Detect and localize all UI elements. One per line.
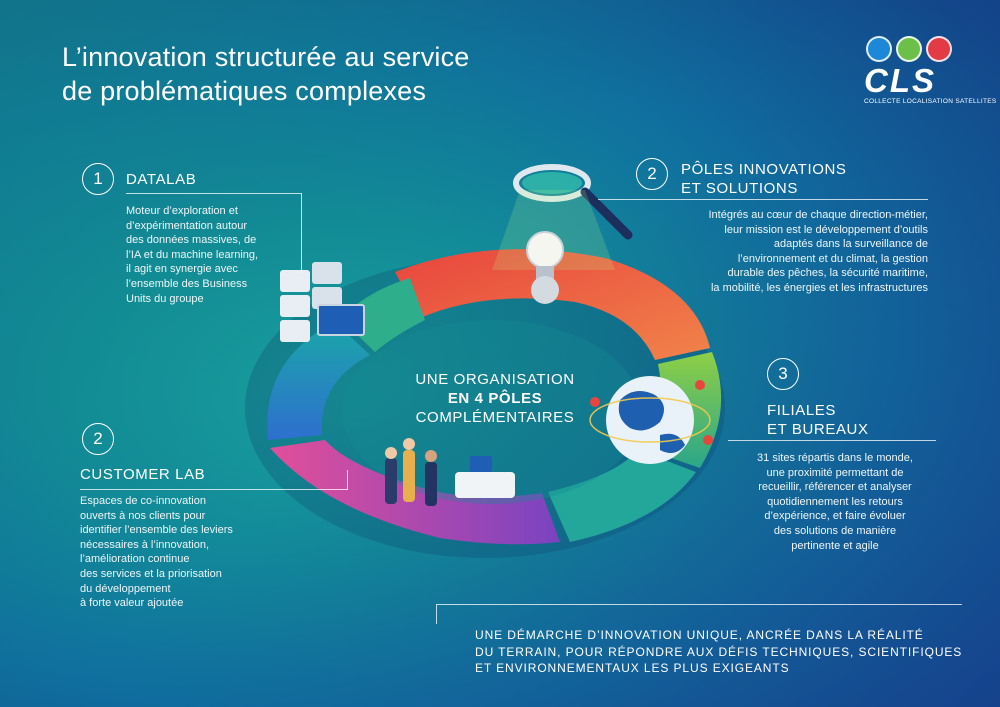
poles-description-line: durable des pêches, la sécurité maritime… [727, 267, 928, 280]
poles-description-line: Intégrés au cœur de chaque direction-mét… [708, 209, 928, 221]
customer-lab-description-line: Espaces de co-innovation [80, 495, 206, 507]
ring-segment-teal [548, 450, 696, 542]
customer-lab-number-badge: 2 [82, 423, 114, 455]
magnifier-icon [492, 164, 633, 270]
ring-segment-red [395, 249, 710, 360]
filiales-title-line: ET BUREAUX [767, 421, 869, 438]
center-caption-line-bold: EN 4 PÔLES [447, 390, 543, 407]
lightbulb-icon [526, 231, 564, 304]
customer-lab-description-line: du développement [80, 582, 171, 595]
logo-circle-red-icon [926, 36, 952, 62]
logo-circle-blue-icon [866, 36, 892, 62]
logo-name: CLS [864, 62, 936, 99]
poles-title: PÔLES INNOVATIONS ET SOLUTIONS [681, 160, 847, 198]
filiales-rule [728, 440, 936, 441]
center-caption-line: COMPLÉMENTAIRES [415, 409, 575, 426]
customer-lab-rule-vertical [347, 470, 348, 490]
filiales-description-line: une proximité permettant de [766, 466, 904, 479]
datalab-title: DATALAB [126, 171, 197, 188]
customer-lab-description-line: l’amélioration continue [80, 553, 190, 566]
logo-circle-green-icon [896, 36, 922, 62]
filiales-description-line: 31 sites répartis dans le monde, [757, 452, 913, 464]
filiales-description: 31 sites répartis dans le monde, une pro… [740, 451, 930, 553]
datalab-description-line: l’ensemble des Business [126, 277, 248, 290]
footer-line: DU TERRAIN, POUR RÉPONDRE AUX DÉFIS TECH… [475, 644, 963, 659]
customer-lab-rule [80, 489, 348, 490]
datalab-description-line: l’IA et du machine learning, [126, 248, 259, 261]
poles-description-line: l’environnement et du climat, la gestion [737, 252, 928, 265]
poles-description: Intégrés au cœur de chaque direction-mét… [660, 208, 928, 296]
datalab-rule-vertical [301, 193, 302, 273]
customer-lab-description-line: à forte valeur ajoutée [80, 597, 184, 610]
datalab-description-line: il agit en synergie avec [126, 263, 238, 276]
people-illustration [385, 438, 515, 506]
poles-rule [598, 199, 928, 200]
datalab-description-line: Moteur d’exploration et [126, 205, 238, 217]
poles-description-line: leur mission est le développement d’outi… [724, 223, 928, 236]
datalab-number-badge: 1 [82, 163, 114, 195]
footer-statement: UNE DÉMARCHE D’INNOVATION UNIQUE, ANCRÉE… [475, 627, 975, 677]
server-icon [280, 262, 365, 342]
poles-description-line: adaptés dans la surveillance de [773, 238, 928, 251]
ring-segment-blue [267, 322, 370, 440]
poles-title-line: ET SOLUTIONS [681, 180, 798, 197]
customer-lab-description-line: des services et la priorisation [80, 567, 222, 580]
customer-lab-description-line: identifier l’ensemble des leviers [80, 524, 233, 537]
customer-lab-description-line: ouverts à nos clients pour [80, 509, 206, 522]
footer-line: UNE DÉMARCHE D’INNOVATION UNIQUE, ANCRÉE… [475, 628, 924, 642]
customer-lab-title: CUSTOMER LAB [80, 466, 206, 483]
center-caption-line: UNE ORGANISATION [415, 371, 575, 388]
datalab-description-line: Units du groupe [126, 292, 204, 305]
filiales-description-line: des solutions de manière [773, 524, 897, 537]
poles-title-line: PÔLES INNOVATIONS [681, 161, 847, 178]
datalab-description: Moteur d’exploration et d’expérimentatio… [126, 204, 291, 306]
filiales-description-line: d’expérience, et faire évoluer [764, 510, 906, 523]
page-title-line: de problématiques complexes [62, 76, 427, 106]
footer-rule [436, 604, 962, 624]
filiales-number-badge: 3 [767, 358, 799, 390]
datalab-rule [126, 193, 302, 194]
filiales-description-line: pertinente et agile [791, 539, 879, 552]
page-title-line: L’innovation structurée au service [62, 42, 470, 72]
filiales-title: FILIALES ET BUREAUX [767, 401, 869, 439]
page-title: L’innovation structurée au service de pr… [62, 40, 622, 108]
customer-lab-description: Espaces de co-innovation ouverts à nos c… [80, 494, 280, 611]
customer-lab-description-line: nécessaires à l’innovation, [80, 538, 210, 551]
logo-circles [866, 36, 966, 62]
poles-number-badge: 2 [636, 158, 668, 190]
datalab-description-line: des données massives, de [126, 234, 257, 247]
poles-description-line: la mobilité, les énergies et les infrast… [710, 281, 928, 294]
filiales-description-line: recueillir, référencer et analyser [758, 481, 912, 494]
cls-logo: CLS COLLECTE LOCALISATION SATELLITES [856, 36, 997, 116]
footer-line: ET ENVIRONNEMENTAUX LES PLUS EXIGEANTS [475, 661, 790, 675]
center-caption: UNE ORGANISATION EN 4 PÔLES COMPLÉMENTAI… [400, 370, 590, 427]
ring-diagram [245, 164, 725, 558]
logo-tagline: COLLECTE LOCALISATION SATELLITES [864, 98, 997, 105]
filiales-description-line: quotidiennement les retours [767, 495, 903, 508]
filiales-title-line: FILIALES [767, 402, 836, 419]
globe-icon [589, 376, 713, 464]
datalab-description-line: d’expérimentation autour [126, 219, 248, 232]
